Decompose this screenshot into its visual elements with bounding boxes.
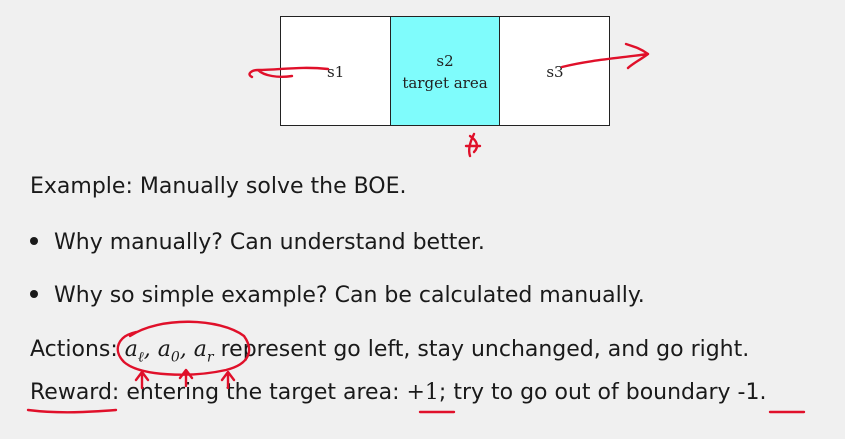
grid-cell-s2-target: s2 target area (389, 17, 500, 125)
reward-label: Reward: (30, 380, 120, 405)
cell-label-s1: s1 (327, 63, 345, 81)
action-stay-sub: 0 (170, 349, 180, 366)
action-right-symbol: a (193, 337, 207, 362)
cell-sublabel-target-area: target area (402, 74, 488, 92)
reward-line: Reward: entering the target area: +1; tr… (30, 380, 766, 405)
grid-world: s1 s2 target area s3 (280, 16, 610, 126)
annotation-mark-target (464, 132, 482, 158)
actions-description: represent go left, stay unchanged, and g… (220, 337, 750, 362)
grid-cell-s1: s1 (281, 17, 390, 125)
reward-text-2: ; try to go out of boundary (438, 380, 738, 405)
reward-text: entering the target area: (119, 380, 407, 405)
bullet-item: Why manually? Can understand better. (30, 230, 485, 255)
cell-label-s3: s3 (546, 63, 564, 81)
bullet-dot-icon (30, 237, 38, 245)
reward-minus-one: -1 (737, 380, 760, 405)
example-heading: Example: Manually solve the BOE. (30, 174, 407, 199)
bullet-text: Why manually? Can understand better. (54, 230, 485, 255)
cell-label-s2: s2 (436, 52, 454, 70)
bullet-text: Why so simple example? Can be calculated… (54, 283, 645, 308)
action-left-symbol: a (124, 337, 138, 362)
annotation-underline-reward (26, 408, 118, 414)
reward-plus-one: +1 (406, 380, 439, 405)
action-right-sub: r (206, 349, 214, 366)
bullet-dot-icon (30, 290, 38, 298)
action-left-sub: ℓ (137, 349, 144, 366)
action-symbols: aℓ, a0, ar (124, 337, 214, 366)
bullet-item: Why so simple example? Can be calculated… (30, 283, 645, 308)
reward-period: . (759, 380, 767, 405)
actions-line: Actions: aℓ, a0, ar represent go left, s… (30, 337, 749, 366)
action-stay-symbol: a (157, 337, 171, 362)
actions-label: Actions: (30, 337, 118, 362)
grid-cell-s3: s3 (499, 17, 609, 125)
